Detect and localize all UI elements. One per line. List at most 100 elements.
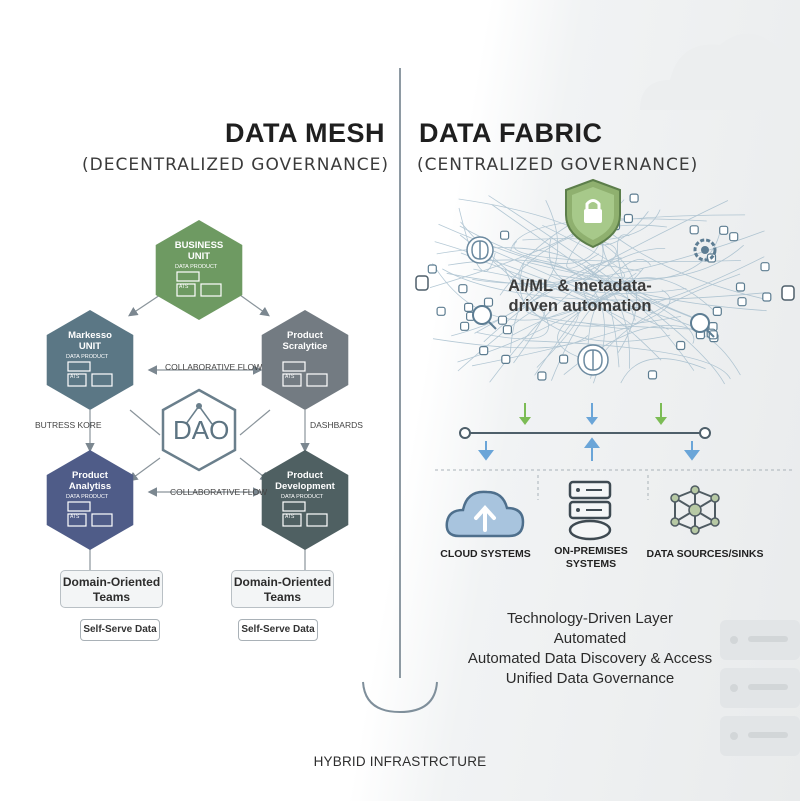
hexagon-bl	[46, 450, 134, 550]
network-link	[551, 277, 716, 381]
footer-label: HYBRID INFRASTRCTURE	[313, 754, 487, 769]
hexagon-sub-left: DATA PRODUCT	[66, 354, 109, 360]
network-node-icon	[647, 370, 658, 380]
network-link	[510, 218, 707, 252]
hexagon-sub-br: DATA PRODUCT	[281, 494, 324, 500]
network-link	[489, 247, 666, 383]
bus-arrows-blue	[478, 437, 700, 461]
technology-layer-text: Technology-Driven Layer Automated Automa…	[430, 609, 750, 689]
network-link	[605, 279, 695, 344]
network-node-icon	[458, 284, 468, 294]
hexagon-label-top: BUSINESS UNIT	[174, 240, 224, 262]
network-link	[620, 358, 706, 384]
network-node-icon	[427, 264, 437, 274]
network-link	[583, 266, 620, 368]
bus-endpoint-left	[459, 427, 471, 439]
network-link	[457, 307, 546, 372]
network-link	[534, 259, 652, 376]
gear-icon	[693, 238, 717, 262]
ai-ml-label: AI/ML & metadata- driven automation	[455, 276, 705, 316]
network-link	[434, 241, 669, 330]
security-shield-icon	[565, 178, 621, 249]
hexagon-badge-bl: ATS	[70, 514, 80, 520]
network-link	[442, 268, 766, 301]
team-box-right: Domain-Oriented Teams	[231, 570, 334, 608]
network-node-icon	[623, 213, 633, 224]
network-node-icon	[719, 225, 729, 235]
layer-line-2: Automated	[553, 630, 627, 647]
center-divider	[399, 68, 401, 678]
side-label-left: BUTRESS KORE	[35, 420, 102, 430]
flow-label-bottom: COLLABORATIVE FLOW	[170, 487, 268, 497]
hexagon-br	[261, 450, 349, 550]
network-node-icon	[479, 346, 489, 356]
network-node-icon	[712, 306, 722, 316]
data-product-panel-icon	[176, 271, 222, 297]
database-icon	[415, 275, 429, 291]
network-node-icon	[499, 230, 510, 240]
network-node-icon	[559, 354, 569, 364]
network-link	[432, 263, 636, 321]
bus-endpoint-right	[699, 427, 711, 439]
hexagon-label-br: Product Development	[275, 470, 335, 492]
network-link	[438, 223, 744, 280]
network-link	[459, 234, 549, 340]
hexagon-left	[46, 310, 134, 410]
network-link	[472, 230, 765, 284]
dao-logo-icon	[161, 388, 237, 472]
network-node-icon	[689, 225, 699, 235]
network-node-icon	[629, 193, 639, 203]
mesh-title: DATA MESH	[225, 118, 385, 148]
fabric-subtitle: (CENTRALIZED GOVERNANCE)	[417, 155, 699, 175]
hybrid-arc	[362, 681, 438, 714]
hexagon-top	[155, 220, 243, 320]
network-node-icon	[676, 340, 686, 351]
network-node-icon	[501, 354, 511, 364]
flow-label-top: COLLABORATIVE FLOW	[165, 362, 263, 372]
network-link	[587, 293, 695, 371]
network-node-icon	[729, 232, 739, 242]
data-mesh-diagram	[46, 220, 349, 578]
network-link	[460, 252, 633, 329]
integration-bus	[435, 403, 795, 500]
hexagon-sub-top: DATA PRODUCT	[175, 264, 218, 270]
self-serve-bubble-right: Self-Serve Data	[238, 619, 318, 641]
network-link	[511, 310, 579, 368]
down-arrows-green	[519, 403, 667, 425]
network-link	[604, 209, 661, 241]
hexagon-label-bl: Product Analytiss	[68, 470, 112, 492]
fabric-title: DATA FABRIC	[419, 118, 603, 148]
data-product-panel-icon	[67, 361, 113, 387]
hexagon-badge-right: ATS	[285, 374, 295, 380]
layer-line-3: Automated Data Discovery & Access	[467, 650, 713, 667]
network-node-icon	[502, 325, 513, 335]
hexagon-right	[261, 310, 349, 410]
data-product-panel-icon	[282, 501, 328, 527]
network-node-icon	[760, 262, 770, 272]
network-link	[458, 198, 637, 354]
data-fabric-network	[415, 178, 795, 385]
search-icon	[472, 305, 715, 338]
network-link	[524, 305, 707, 330]
dao-label: DAO	[173, 415, 230, 445]
network-link	[451, 200, 559, 337]
network-link	[557, 283, 636, 362]
hexagon-label-right: Product Scralytice	[282, 330, 328, 352]
network-node-icon	[762, 292, 772, 302]
hexagon-label-left: Markesso UNIT	[68, 330, 112, 352]
side-label-right: DASHBARDS	[310, 420, 363, 430]
network-link	[526, 224, 625, 280]
hexagon-badge-top: ATS	[179, 284, 189, 290]
ai-ml-label-line2: driven automation	[508, 297, 652, 315]
network-node-icon	[483, 297, 494, 307]
network-link	[513, 240, 741, 262]
infra-label-onprem: ON-PREMISES SYSTEMS	[554, 545, 628, 570]
brain-icon	[466, 236, 609, 376]
network-link	[488, 195, 725, 385]
hexagon-sub-bl: DATA PRODUCT	[66, 494, 109, 500]
network-node-icon	[737, 297, 747, 307]
team-box-left: Domain-Oriented Teams	[60, 570, 163, 608]
data-product-panel-icon	[282, 361, 328, 387]
network-link	[472, 289, 671, 367]
data-product-panel-icon	[67, 501, 113, 527]
